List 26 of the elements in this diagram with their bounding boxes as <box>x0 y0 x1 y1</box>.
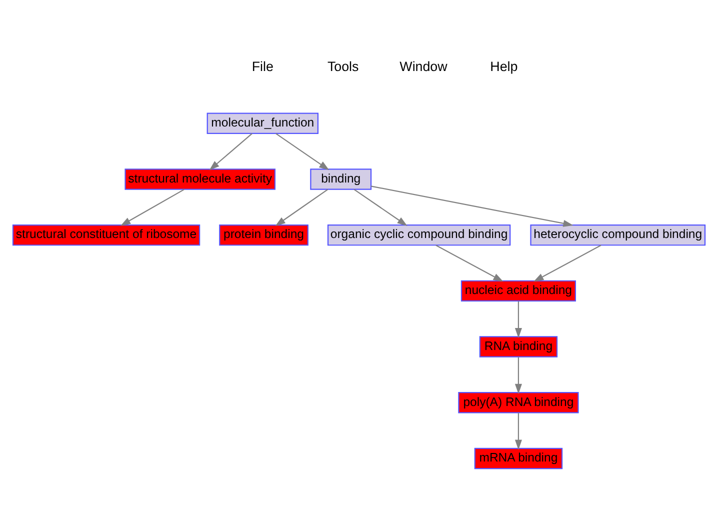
node-box: RNA binding <box>479 336 558 357</box>
arrow <box>514 356 522 394</box>
node-box: nucleic acid binding <box>460 280 576 302</box>
node-box: structural molecule activity <box>124 168 276 190</box>
node-box: organic cyclic compound binding <box>327 224 511 246</box>
node-box: heterocyclic compound binding <box>530 224 706 246</box>
node-box: poly(A) RNA binding <box>458 392 579 413</box>
arrow <box>370 185 574 226</box>
label: File <box>252 58 274 74</box>
node-box: structural constituent of ribosome <box>12 224 200 246</box>
arrow <box>514 412 522 450</box>
node-box: molecular_function <box>206 112 318 134</box>
node-box: protein binding <box>219 224 308 246</box>
node-box: mRNA binding <box>474 447 563 469</box>
arrow <box>436 244 504 282</box>
label: Window <box>400 58 448 74</box>
arrow <box>276 132 330 170</box>
arrow <box>120 188 184 226</box>
arrow <box>209 132 252 170</box>
label: Tools <box>327 58 359 74</box>
arrow <box>534 244 602 282</box>
arrow <box>275 188 328 226</box>
node-box: binding <box>310 168 372 190</box>
arrow <box>354 188 408 226</box>
arrow <box>514 300 522 338</box>
label: Help <box>490 58 518 74</box>
